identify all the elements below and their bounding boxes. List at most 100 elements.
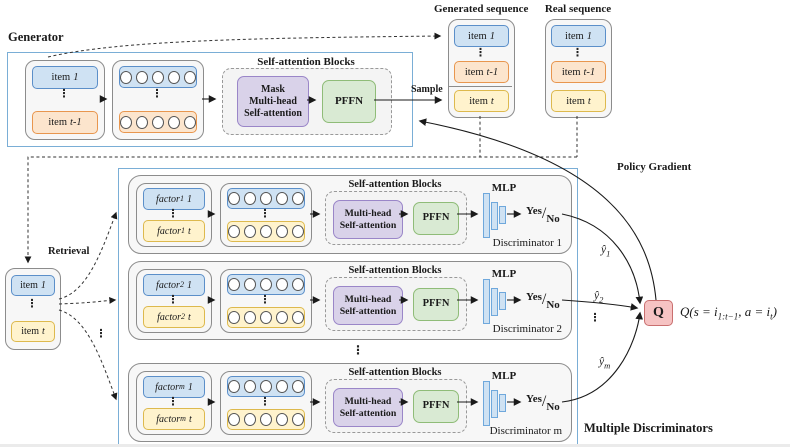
slash: / bbox=[541, 393, 547, 410]
pill-var: t-1 bbox=[486, 66, 499, 78]
embedding-circle bbox=[244, 225, 256, 238]
embedding-circle bbox=[184, 115, 196, 129]
yes-label: Yes bbox=[526, 205, 542, 217]
no-label: No bbox=[546, 299, 560, 311]
ellipsis: ⋮ bbox=[259, 293, 271, 306]
embedding-circle bbox=[136, 115, 148, 129]
embedding-circles-row bbox=[227, 307, 305, 328]
embedding-circle bbox=[276, 380, 288, 393]
mlp-layer-bar bbox=[491, 288, 498, 316]
embedding-circles-row bbox=[227, 221, 305, 242]
ellipsis: ⋮ bbox=[167, 395, 179, 408]
pill-text: factor bbox=[155, 381, 180, 393]
embedding-circles-row bbox=[227, 376, 305, 397]
q-formula: Q(s = i1:t−1, a = it) bbox=[680, 304, 777, 322]
yes-no-output: Yes/No bbox=[526, 393, 560, 413]
discriminator-1-label: Discriminator 1 bbox=[492, 237, 562, 249]
pill-var: t bbox=[42, 326, 45, 337]
embedding-circle bbox=[292, 413, 304, 426]
embedding-circle bbox=[260, 192, 272, 205]
mlp-label: MLP bbox=[491, 370, 517, 382]
ellipsis: ⋮ bbox=[167, 293, 179, 306]
mlp-layer-bar bbox=[491, 202, 498, 230]
pffn-block: PFFN bbox=[413, 288, 459, 321]
mlp-layer-bar bbox=[491, 390, 498, 418]
embedding-circle bbox=[276, 225, 288, 238]
generator-sa-blocks-label: Self-attention Blocks bbox=[257, 56, 355, 68]
yes-label: Yes bbox=[526, 291, 542, 303]
ellipsis: ⋮ bbox=[167, 207, 179, 220]
embedding-circle bbox=[292, 225, 304, 238]
formula-sub: t bbox=[770, 311, 773, 322]
mask-multihead-attention-block: Mask Multi-head Self-attention bbox=[237, 76, 309, 127]
embedding-circle bbox=[168, 70, 180, 84]
ellipsis: ⋮ bbox=[352, 343, 364, 357]
policy-gradient-label: Policy Gradient bbox=[617, 161, 692, 173]
multihead-attention-block: Multi-head Self-attention bbox=[333, 286, 403, 325]
embedding-circle bbox=[276, 192, 288, 205]
pill-text: item bbox=[48, 117, 67, 128]
y-hat-sub: m bbox=[604, 360, 611, 371]
embedding-circle bbox=[276, 413, 288, 426]
multihead-attention-block: Multi-head Self-attention bbox=[333, 388, 403, 427]
formula-part: Q(s = i bbox=[680, 304, 718, 319]
bottom-border bbox=[0, 444, 790, 447]
y-hat-sub: 1 bbox=[606, 248, 611, 259]
y-hat-1-label: ŷ1 bbox=[601, 244, 610, 258]
embedding-circle bbox=[244, 278, 256, 291]
ellipsis: ⋮ bbox=[95, 327, 107, 340]
real-sequence-title: Real sequence bbox=[544, 3, 612, 15]
pffn-block: PFFN bbox=[322, 80, 376, 123]
pill-var: 1 bbox=[40, 280, 46, 291]
dashed-retrieval-to-row2 bbox=[58, 296, 117, 305]
yes-no-output: Yes/No bbox=[526, 291, 560, 311]
formula-part: ) bbox=[772, 304, 777, 319]
ellipsis: ⋮ bbox=[259, 395, 271, 408]
pill-text: item bbox=[565, 30, 584, 42]
q-value-box: Q bbox=[644, 300, 673, 326]
embedding-circle bbox=[228, 278, 240, 291]
embedding-circle bbox=[244, 311, 256, 324]
embedding-circle bbox=[244, 413, 256, 426]
pill-text: factor bbox=[156, 413, 181, 425]
pill-var: t bbox=[490, 95, 494, 107]
mlp-layer-bar bbox=[483, 279, 490, 324]
no-label: No bbox=[546, 401, 560, 413]
pill-text: item bbox=[20, 280, 38, 291]
embedding-circle bbox=[228, 413, 240, 426]
pill-var: t bbox=[188, 225, 191, 237]
pffn-block: PFFN bbox=[413, 390, 459, 423]
embedding-circle bbox=[292, 311, 304, 324]
pill-var: 1 bbox=[586, 30, 592, 42]
formula-sub: 1:t−1 bbox=[717, 311, 739, 322]
discriminator-m-label: Discriminator m bbox=[489, 425, 562, 437]
pill-var: t bbox=[188, 413, 192, 425]
mlp-layer-bar bbox=[483, 193, 490, 238]
pffn-block: PFFN bbox=[413, 202, 459, 235]
multiple-discriminators-label: Multiple Discriminators bbox=[584, 421, 713, 435]
pill-var: 1 bbox=[73, 72, 79, 83]
embedding-circle bbox=[136, 70, 148, 84]
embedding-circle bbox=[244, 192, 256, 205]
ellipsis: ⋮ bbox=[58, 87, 70, 100]
generated-sequence-title: Generated sequence bbox=[434, 3, 529, 15]
embedding-circle bbox=[152, 70, 164, 84]
pill-text: factor bbox=[156, 279, 180, 291]
ellipsis: ⋮ bbox=[151, 87, 163, 100]
embedding-circles-row bbox=[227, 409, 305, 430]
yes-label: Yes bbox=[526, 393, 542, 405]
embedding-circle bbox=[260, 278, 272, 291]
embedding-circle bbox=[276, 311, 288, 324]
embedding-circle bbox=[292, 192, 304, 205]
